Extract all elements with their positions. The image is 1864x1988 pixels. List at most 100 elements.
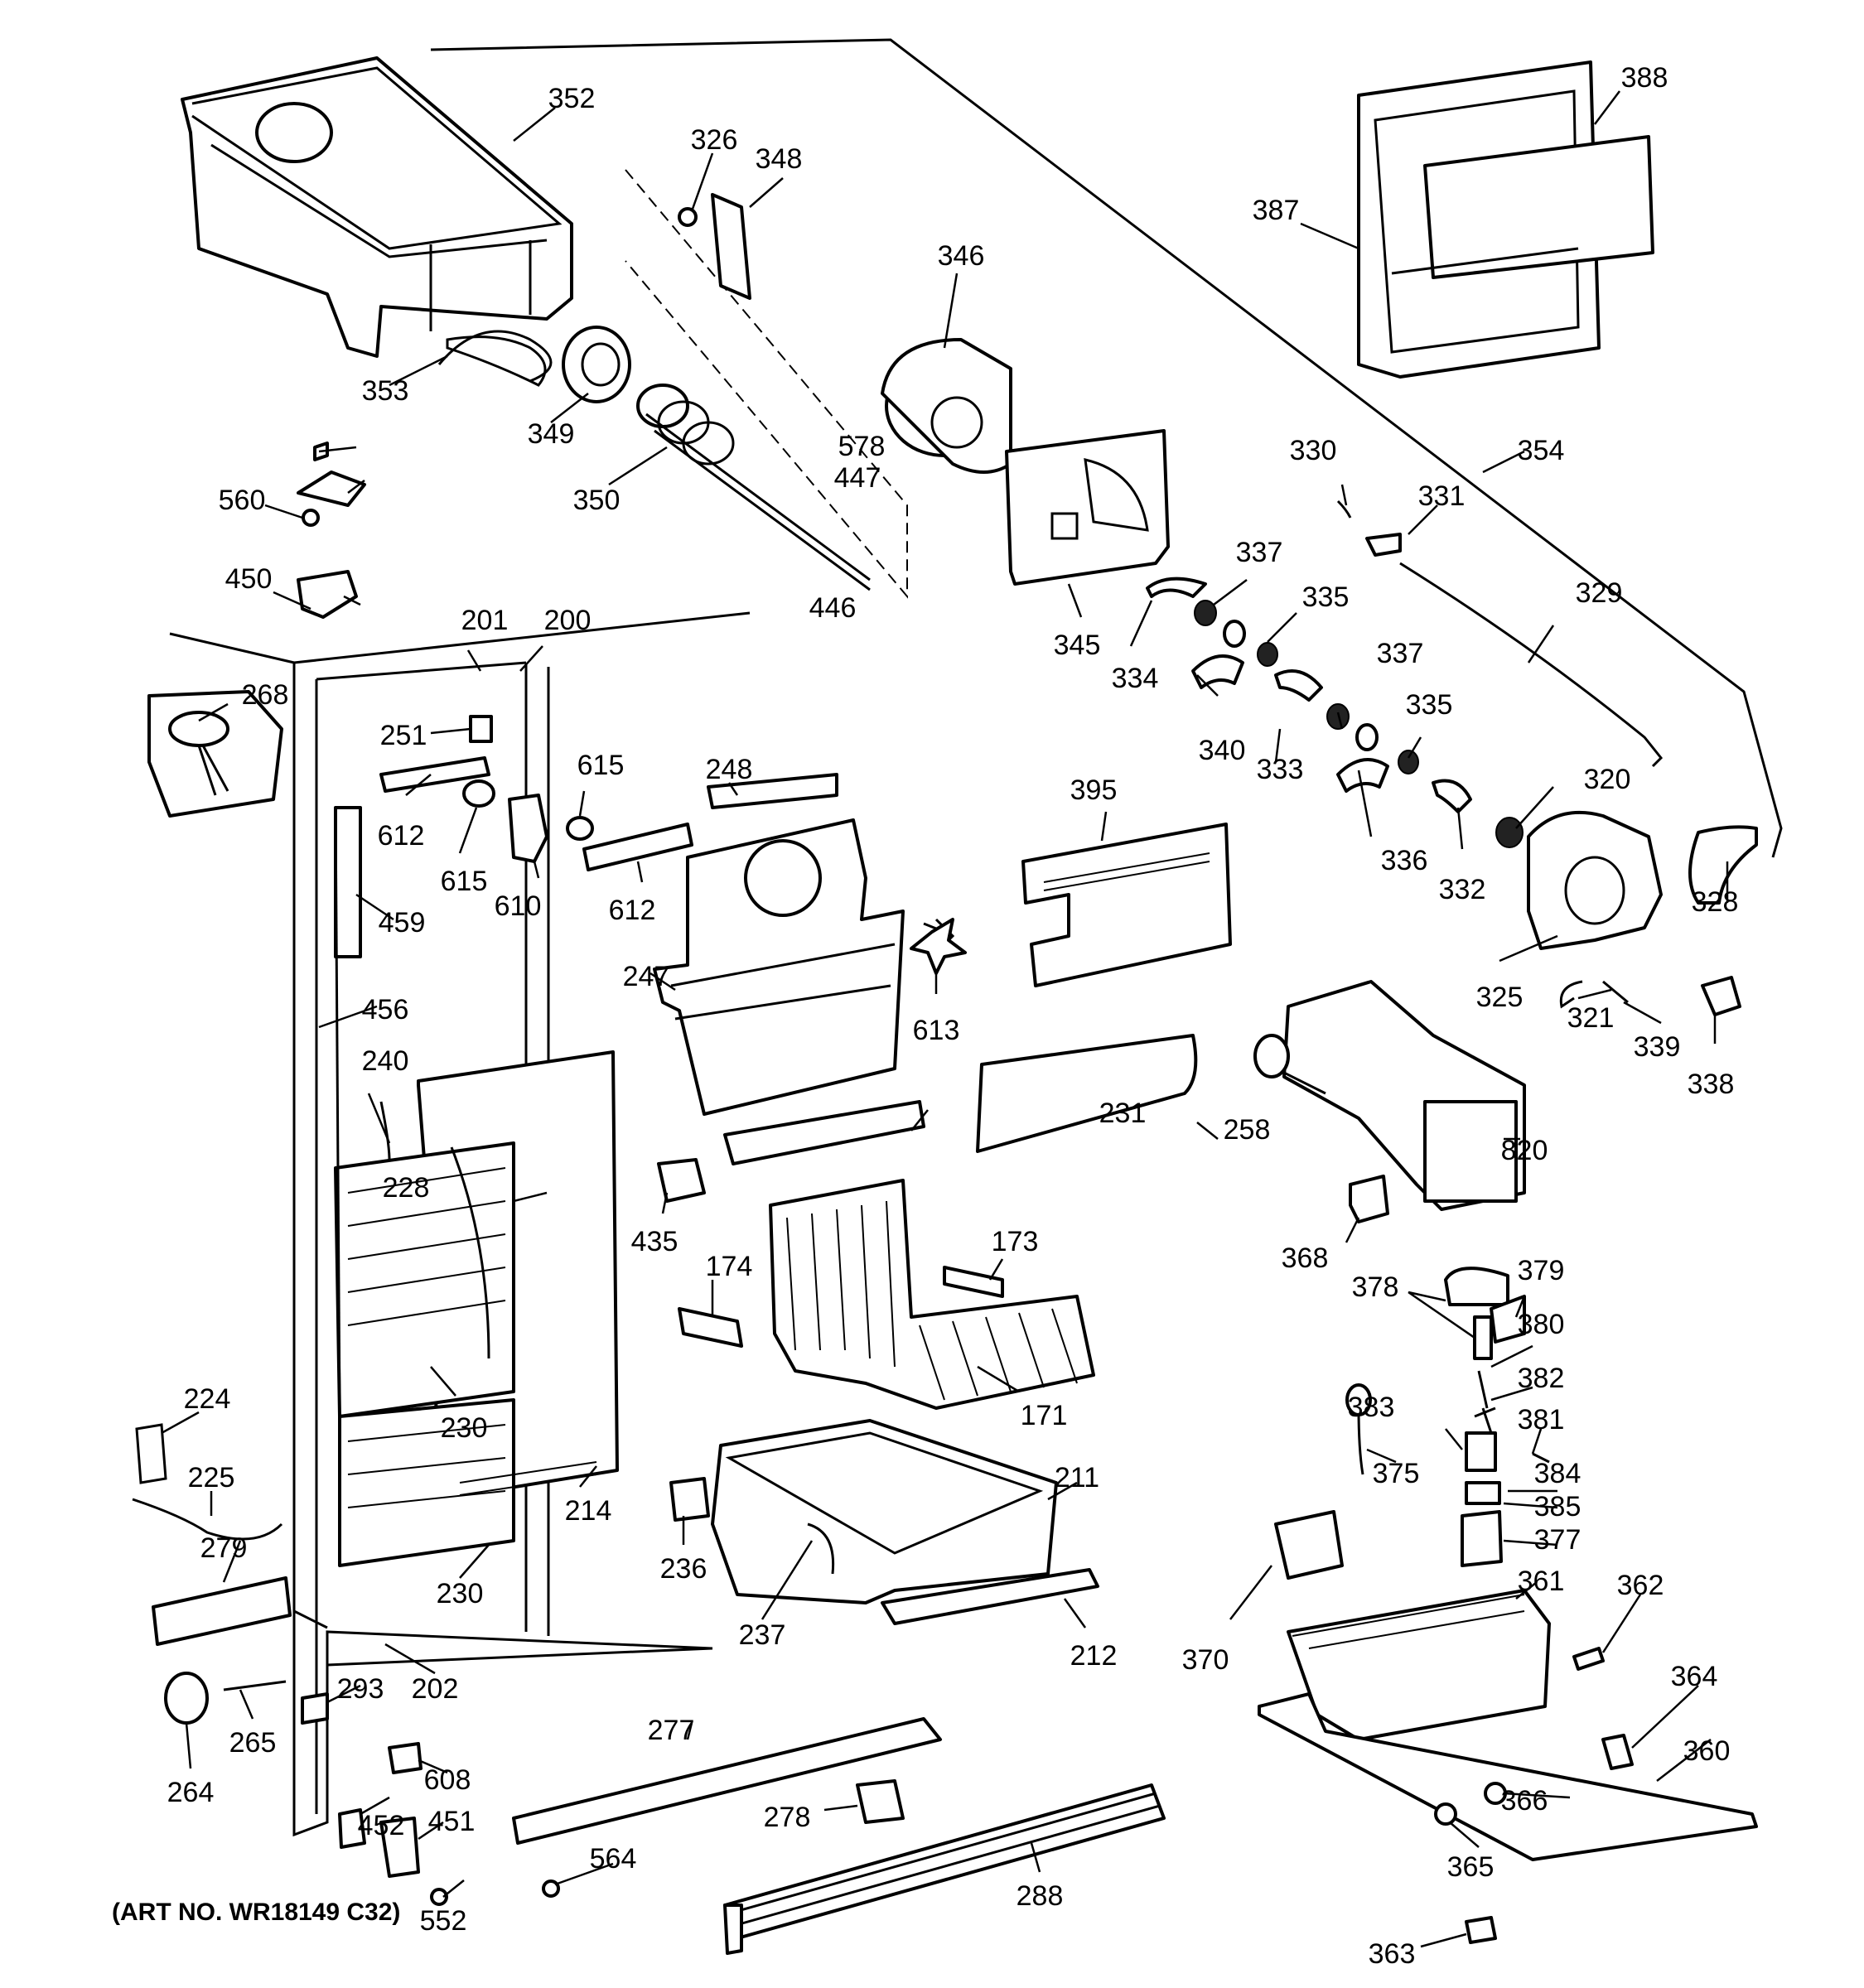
part-label-337: 337 [1377, 638, 1424, 669]
part-label-564: 564 [590, 1843, 637, 1875]
part-label-345: 345 [1054, 630, 1101, 661]
part-label-340: 340 [1199, 735, 1246, 766]
hinge-parts [297, 442, 366, 619]
part-label-578: 578 [838, 431, 886, 462]
part-label-332: 332 [1439, 874, 1486, 905]
part-label-451: 451 [428, 1806, 476, 1837]
part-label-435: 435 [631, 1226, 678, 1257]
bracket-plate-345 [1005, 429, 1170, 586]
part-label-381: 381 [1518, 1404, 1565, 1436]
leader-lines [161, 90, 1729, 1948]
part-label-211: 211 [1055, 1462, 1099, 1493]
part-label-248: 248 [706, 754, 753, 785]
part-label-202: 202 [412, 1673, 459, 1705]
part-label-612: 612 [378, 820, 425, 852]
part-label-326: 326 [691, 124, 738, 156]
part-label-452: 452 [358, 1810, 405, 1841]
part-label-331: 331 [1418, 480, 1466, 512]
part-label-387: 387 [1253, 195, 1300, 226]
front-cover-258 [976, 1034, 1198, 1153]
bail-353 [446, 335, 547, 387]
duct-247 [653, 773, 955, 1165]
part-label-325: 325 [1476, 982, 1524, 1013]
part-label-820: 820 [1501, 1135, 1548, 1166]
part-label-320: 320 [1584, 764, 1631, 795]
part-label-346: 346 [938, 240, 985, 272]
part-label-552: 552 [420, 1905, 467, 1937]
part-label-368: 368 [1282, 1242, 1329, 1274]
part-label-377: 377 [1534, 1524, 1582, 1556]
part-label-362: 362 [1617, 1570, 1664, 1601]
part-label-265: 265 [229, 1727, 277, 1759]
part-label-613: 613 [913, 1015, 960, 1046]
part-label-459: 459 [379, 907, 426, 939]
part-label-278: 278 [764, 1802, 811, 1833]
part-label-171: 171 [1021, 1400, 1068, 1431]
part-label-378: 378 [1352, 1271, 1399, 1303]
part-label-258: 258 [1224, 1114, 1271, 1146]
part-label-279: 279 [200, 1532, 248, 1564]
part-label-240: 240 [362, 1045, 409, 1077]
part-174 [678, 1307, 743, 1348]
part-label-334: 334 [1112, 663, 1159, 694]
part-label-384: 384 [1534, 1458, 1582, 1489]
part-label-321: 321 [1567, 1002, 1615, 1034]
part-label-277: 277 [648, 1715, 695, 1746]
part-label-200: 200 [544, 605, 592, 636]
part-label-264: 264 [167, 1777, 215, 1808]
part-label-268: 268 [242, 679, 289, 711]
part-label-336: 336 [1381, 845, 1428, 876]
part-label-201: 201 [461, 605, 509, 636]
part-label-615: 615 [441, 866, 488, 897]
part-label-385: 385 [1534, 1491, 1582, 1522]
part-label-335: 335 [1302, 581, 1350, 613]
part-label-612: 612 [609, 895, 656, 926]
part-label-328: 328 [1692, 886, 1739, 918]
part-435 [657, 1158, 706, 1203]
part-label-363: 363 [1369, 1938, 1416, 1970]
part-label-450: 450 [225, 563, 273, 595]
part-label-375: 375 [1373, 1458, 1420, 1489]
part-label-388: 388 [1621, 62, 1668, 94]
part-label-288: 288 [1017, 1880, 1064, 1912]
part-label-338: 338 [1688, 1069, 1735, 1100]
lower-left-parts [132, 1423, 292, 1646]
part-label-348: 348 [756, 143, 803, 175]
part-label-333: 333 [1257, 754, 1304, 785]
part-label-370: 370 [1182, 1644, 1229, 1676]
part-label-365: 365 [1447, 1851, 1495, 1883]
part-label-354: 354 [1518, 435, 1565, 466]
cover-plate-395 [1021, 823, 1232, 987]
part-label-230: 230 [441, 1412, 488, 1444]
auger-assembly [562, 169, 1012, 599]
part-label-382: 382 [1518, 1363, 1565, 1394]
left-inner-parts [334, 715, 693, 958]
part-label-366: 366 [1501, 1785, 1548, 1817]
part-number-labels: 3523263483463883873533493505784475604504… [167, 62, 1739, 1970]
part-label-237: 237 [739, 1619, 786, 1651]
part-label-225: 225 [188, 1462, 235, 1493]
part-label-350: 350 [573, 485, 621, 516]
part-label-380: 380 [1518, 1309, 1565, 1340]
ice-bucket-352 [181, 56, 573, 383]
part-label-615: 615 [577, 750, 625, 781]
part-label-174: 174 [706, 1251, 753, 1282]
fan-613 [910, 918, 967, 975]
dispenser-base [1258, 1510, 1758, 1944]
toe-grille-parts [512, 1717, 1166, 1955]
part-label-608: 608 [424, 1764, 471, 1796]
part-label-329: 329 [1576, 577, 1623, 609]
part-label-361: 361 [1518, 1566, 1565, 1597]
door-frame-387 [1357, 60, 1654, 379]
part-label-335: 335 [1406, 689, 1453, 721]
part-173 [943, 1266, 1004, 1298]
ice-maker-820 [1253, 980, 1526, 1211]
part-label-236: 236 [660, 1553, 707, 1585]
light-socket-268 [147, 690, 283, 818]
part-label-339: 339 [1634, 1031, 1681, 1063]
part-label-446: 446 [809, 592, 857, 624]
bracket-368 [1349, 1175, 1389, 1223]
part-label-293: 293 [337, 1673, 384, 1705]
dispenser-parts [1345, 1267, 1550, 1567]
part-label-173: 173 [992, 1226, 1039, 1257]
